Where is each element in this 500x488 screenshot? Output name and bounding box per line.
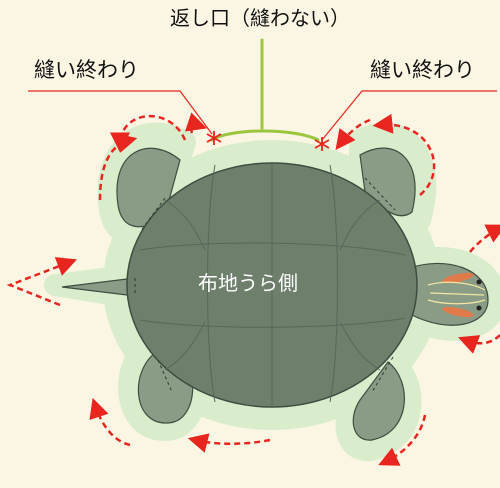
dashed-arrow-icon (335, 118, 371, 150)
dashed-arrow-icon (187, 433, 271, 453)
opening-label: 返し口（縫わない） (170, 6, 350, 30)
eye-icon (476, 279, 482, 285)
dashed-arrow-icon (184, 112, 208, 134)
dashed-arrow-icon (378, 414, 427, 466)
dashed-arrow-icon (372, 113, 436, 196)
sewing-end-label-left: 縫い終わり (34, 58, 139, 82)
dashed-arrow-icon (89, 397, 131, 447)
fabric-back-label: 布地うら側 (198, 271, 298, 295)
sewing-direction-arrows (6, 112, 500, 466)
shell-pattern (139, 163, 406, 407)
dashed-arrow-icon (98, 133, 138, 201)
rear-right-flipper (352, 361, 405, 441)
eye-icon (476, 305, 482, 311)
opening-marker (210, 38, 320, 142)
dashed-arrow-icon (6, 257, 78, 307)
head-details (427, 272, 486, 318)
asterisk-icon (206, 131, 222, 145)
asterisk-icon (314, 137, 330, 151)
fold-lines (134, 177, 396, 393)
dashed-arrow-icon (469, 224, 500, 253)
sewing-end-label-right: 縫い終わり (370, 58, 475, 82)
dashed-arrow-icon (457, 334, 500, 354)
